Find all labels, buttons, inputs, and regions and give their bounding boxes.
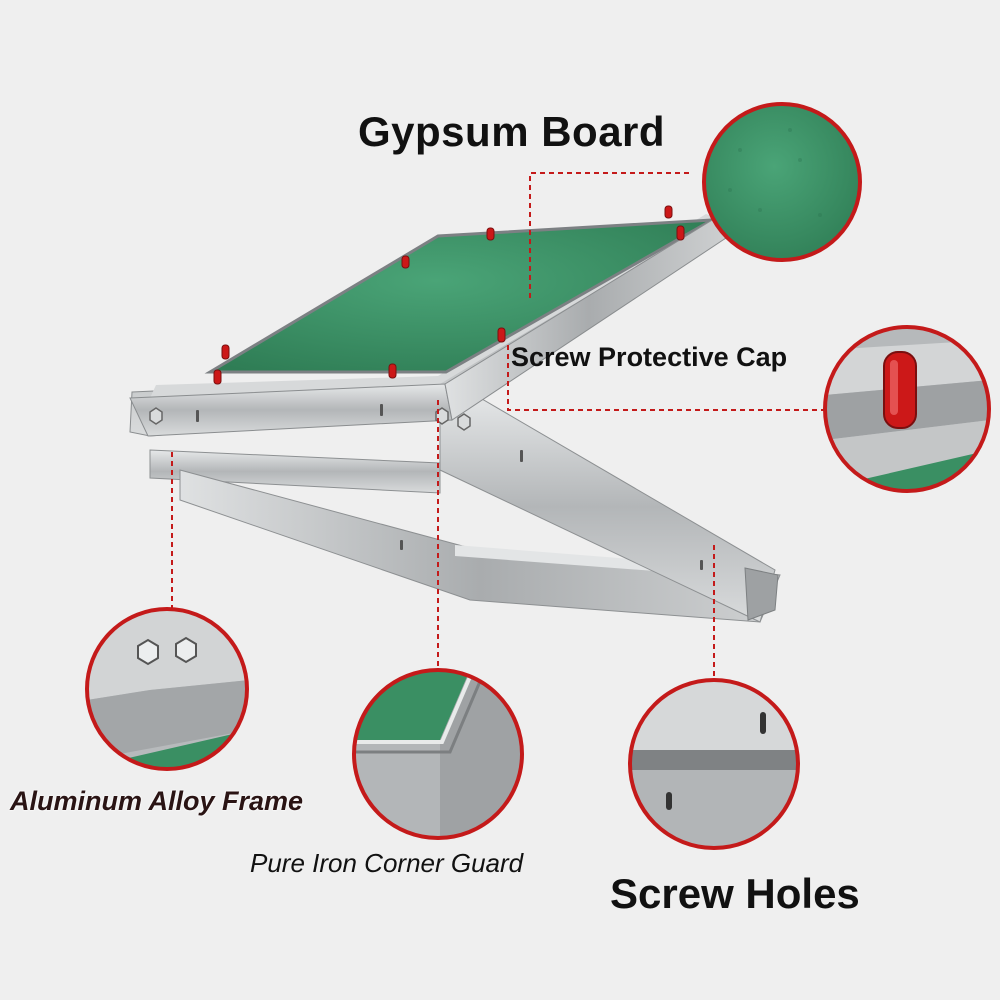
- screw-caps: [213, 205, 685, 385]
- label-pure-iron-corner-guard: Pure Iron Corner Guard: [250, 848, 524, 878]
- detail-circle-screw-holes: [628, 678, 800, 850]
- detail-circle-corner-guard: [352, 668, 524, 840]
- label-screw-protective-cap: Screw Protective Cap: [511, 342, 788, 372]
- label-gypsum-board: Gypsum Board: [358, 108, 666, 155]
- label-aluminum-alloy-frame: Aluminum Alloy Frame: [10, 786, 304, 816]
- detail-circle-gypsum: [702, 102, 862, 262]
- detail-circle-screw-cap: [823, 325, 991, 493]
- label-screw-holes: Screw Holes: [610, 870, 860, 917]
- detail-circle-aluminum-frame: [85, 607, 249, 771]
- access-panel: [129, 205, 781, 623]
- leader-lines: [171, 172, 826, 680]
